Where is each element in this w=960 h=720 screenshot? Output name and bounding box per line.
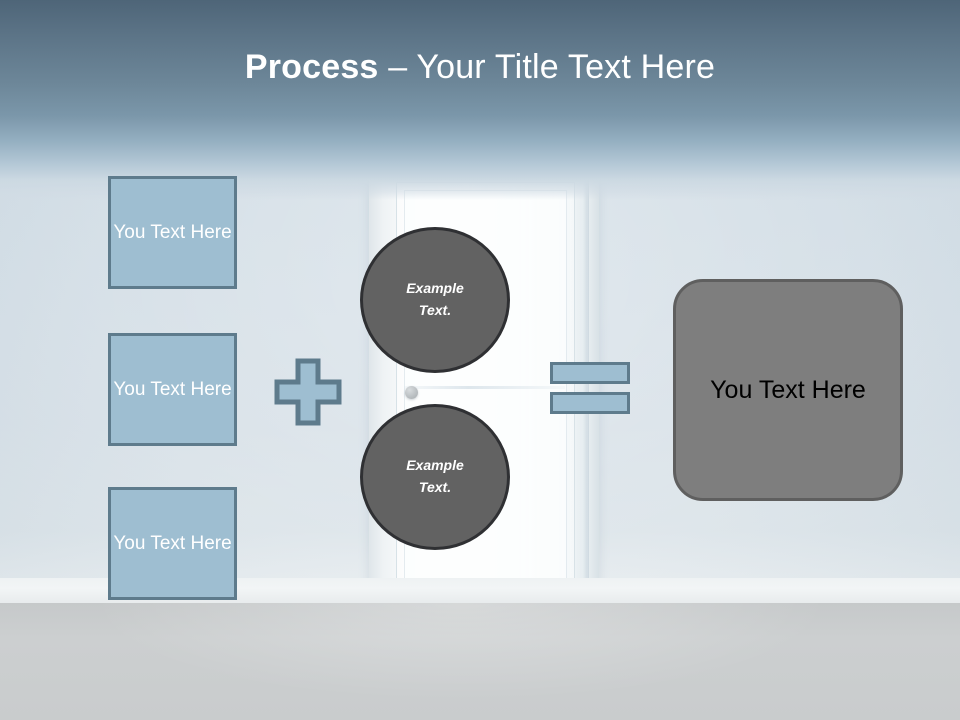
door-mid-rail (404, 386, 565, 389)
input-box-3[interactable]: You Text Here (108, 487, 237, 600)
floor-sheen (0, 603, 960, 720)
equals-bar-top (550, 362, 630, 384)
page-title-bold: Process (244, 48, 379, 86)
equals-icon (550, 362, 630, 414)
page-title-rest: – Your Title Text Here (378, 48, 716, 86)
floor-background (0, 603, 960, 720)
input-box-1-label: You Text Here (113, 221, 232, 243)
input-box-2-label: You Text Here (113, 378, 232, 400)
input-box-1[interactable]: You Text Here (108, 176, 237, 289)
door-edge-shadow (583, 166, 589, 604)
process-circle-2-line1: Example (406, 457, 464, 474)
process-circle-1[interactable]: Example Text. (360, 227, 510, 373)
process-circle-2[interactable]: Example Text. (360, 404, 510, 550)
result-box[interactable]: You Text Here (673, 279, 903, 501)
door-knob-icon (405, 386, 418, 399)
result-box-label: You Text Here (710, 375, 866, 404)
input-box-2[interactable]: You Text Here (108, 333, 237, 446)
process-circle-2-line2: Text. (418, 479, 452, 495)
process-circle-1-line1: Example (406, 280, 464, 297)
title-band (0, 0, 960, 200)
equals-bar-bottom (550, 392, 630, 414)
input-box-3-label: You Text Here (113, 532, 232, 554)
process-circle-1-line2: Text. (418, 302, 452, 318)
page-title: Process – Your Title Text Here (0, 48, 960, 87)
plus-icon (274, 358, 342, 426)
